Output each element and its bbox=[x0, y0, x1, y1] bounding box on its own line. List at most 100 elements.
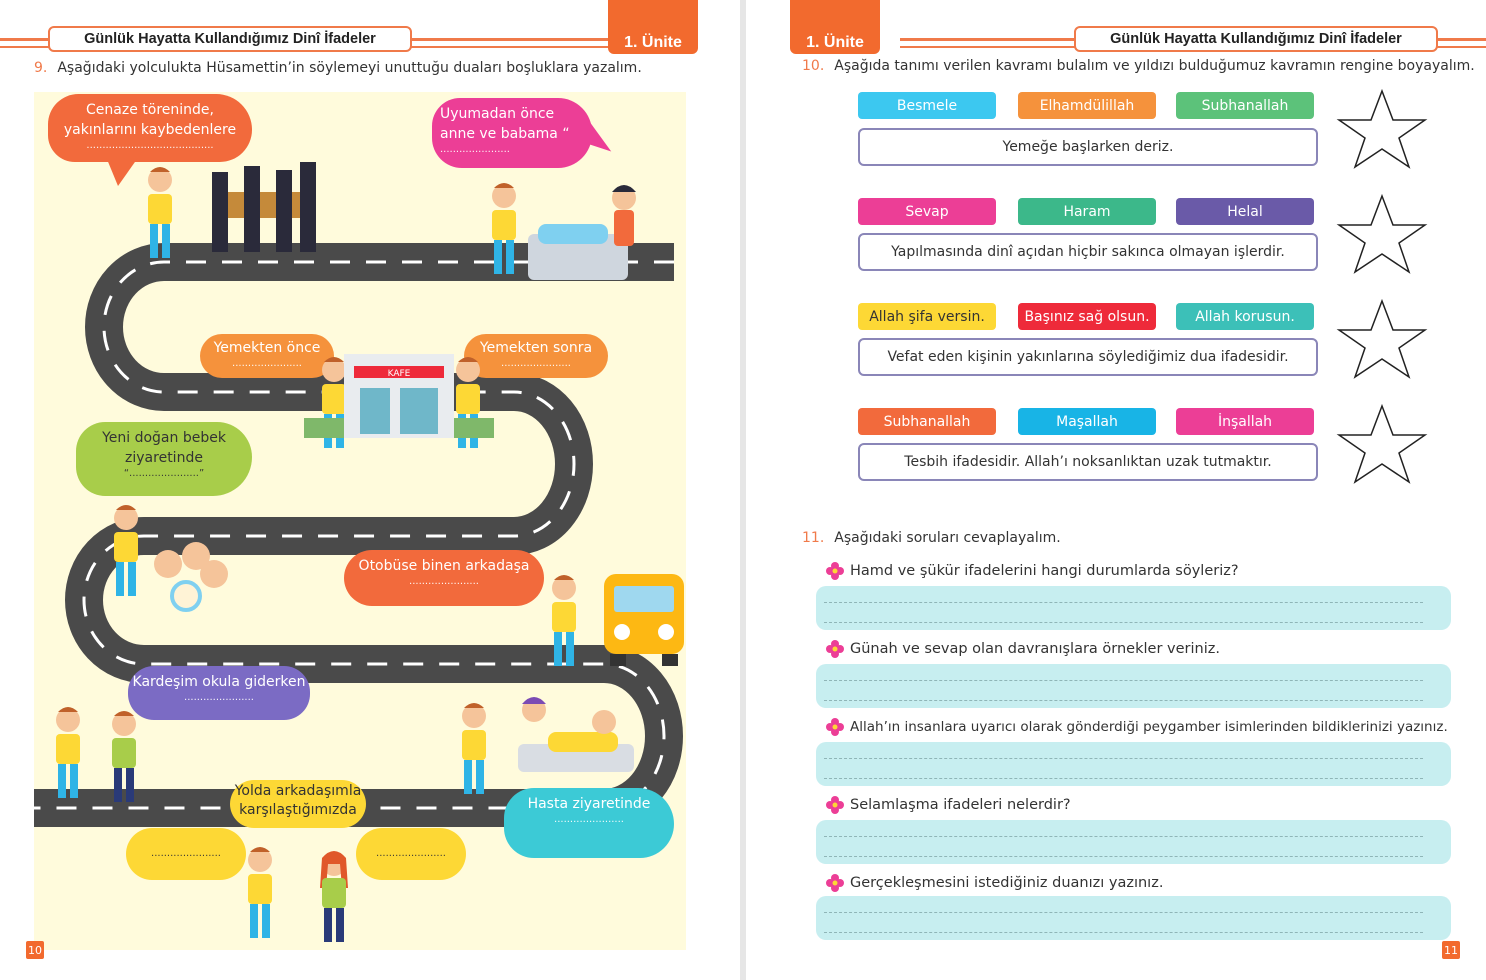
option-chip[interactable]: Maşallah bbox=[1018, 408, 1156, 435]
flower-bullet-icon bbox=[826, 562, 844, 580]
question-10: 10. Aşağıda tanımı verilen kavramı bulalı… bbox=[802, 58, 1475, 74]
cafe-building: KAFE bbox=[304, 354, 494, 438]
boy-figure bbox=[462, 703, 486, 794]
option-chip[interactable]: Helal bbox=[1176, 198, 1314, 225]
bubble-funeral: Cenaze töreninde, yakınlarını kaybedenle… bbox=[48, 94, 252, 162]
flower-bullet-icon bbox=[826, 640, 844, 658]
definition-box: Yapılmasında dinî açıdan hiçbir sakınca … bbox=[858, 233, 1318, 271]
sub-question: Gerçekleşmesini istediğiniz duanızı yazı… bbox=[826, 874, 1163, 892]
option-chip[interactable]: Besmele bbox=[858, 92, 996, 119]
answer-bubble-right: ...................... bbox=[356, 828, 466, 880]
option-chip[interactable]: Sevap bbox=[858, 198, 996, 225]
funeral-group bbox=[212, 162, 316, 252]
question-text: Aşağıdaki soruları cevaplayalım. bbox=[834, 530, 1061, 546]
star-icon[interactable] bbox=[1336, 88, 1428, 170]
sub-question: Günah ve sevap olan davranışlara örnekle… bbox=[826, 640, 1220, 658]
answer-bubble-left: ...................... bbox=[126, 828, 246, 880]
question-text: Aşağıda tanımı verilen kavramı bulalım v… bbox=[834, 58, 1475, 74]
option-chip[interactable]: Haram bbox=[1018, 198, 1156, 225]
answer-area[interactable] bbox=[816, 586, 1451, 630]
chapter-title: Günlük Hayatta Kullandığımız Dinî İfadel… bbox=[48, 26, 412, 52]
bubble-text: Yeni doğan bebek ziyaretinde bbox=[102, 430, 226, 466]
blank-line: ...................... bbox=[184, 692, 254, 703]
bubble-text: Otobüse binen arkadaşa bbox=[358, 558, 530, 574]
unit-tab: 1. Ünite bbox=[608, 0, 698, 54]
unit-tab: 1. Ünite bbox=[790, 0, 880, 54]
bedroom-scene bbox=[528, 185, 636, 280]
blank-dots: ...................... bbox=[129, 468, 199, 479]
header-stripe bbox=[1436, 38, 1486, 41]
bubble-text: Hasta ziyaretinde bbox=[527, 796, 651, 812]
road bbox=[34, 243, 683, 827]
header-stripe bbox=[0, 38, 50, 41]
bubble-bus: Otobüse binen arkadaşa .................… bbox=[344, 550, 544, 606]
bubble-text: Yemekten sonra bbox=[479, 340, 593, 356]
header-stripe bbox=[410, 38, 610, 41]
option-chip[interactable]: Allah şifa versin. bbox=[858, 303, 996, 330]
bubble-text: Yemekten önce bbox=[213, 340, 321, 356]
option-chip[interactable]: Başınız sağ olsun. bbox=[1018, 303, 1156, 330]
sub-question-text: Allah’ın insanlara uyarıcı olarak gönder… bbox=[850, 719, 1448, 735]
sub-question: Allah’ın insanlara uyarıcı olarak gönder… bbox=[826, 718, 1448, 736]
page-number: 10 bbox=[26, 941, 44, 959]
question-text: Aşağıdaki yolculukta Hüsamettin’in söyle… bbox=[57, 60, 642, 76]
flower-bullet-icon bbox=[826, 874, 844, 892]
option-chip[interactable]: İnşallah bbox=[1176, 408, 1314, 435]
bubble-text: Yolda arkadaşımla karşılaştığımızda bbox=[234, 783, 362, 818]
boy-figure bbox=[492, 183, 516, 274]
left-page: Günlük Hayatta Kullandığımız Dinî İfadel… bbox=[0, 0, 740, 980]
bubble-hospital: Hasta ziyaretinde ...................... bbox=[504, 788, 674, 858]
question-number: 10. bbox=[802, 58, 825, 74]
bubble-sibling-school: Kardeşim okula giderken ................… bbox=[128, 666, 310, 720]
option-chip[interactable]: Allah korusun. bbox=[1176, 303, 1314, 330]
bubble-meet-friend: Yolda arkadaşımla karşılaştığımızda bbox=[230, 780, 366, 828]
bubble-text: Cenaze töreninde, yakınlarını kaybedenle… bbox=[63, 102, 237, 138]
option-chip[interactable]: Subhanallah bbox=[1176, 92, 1314, 119]
blank-line: ...................... bbox=[151, 848, 221, 859]
sub-question-text: Selamlaşma ifadeleri nelerdir? bbox=[850, 797, 1071, 813]
answer-area[interactable] bbox=[816, 742, 1451, 786]
cafe-sign: KAFE bbox=[388, 369, 411, 379]
boy-figure bbox=[552, 575, 576, 666]
family-with-baby bbox=[154, 542, 228, 612]
definition-box: Tesbih ifadesidir. Allah’ı noksanlıktan … bbox=[858, 443, 1318, 481]
option-chip[interactable]: Subhanallah bbox=[858, 408, 996, 435]
star-icon[interactable] bbox=[1336, 403, 1428, 485]
option-chip[interactable]: Elhamdülillah bbox=[1018, 92, 1156, 119]
quote-open: “ bbox=[123, 468, 130, 479]
blank-line: ...................... bbox=[501, 358, 571, 369]
answer-area[interactable] bbox=[816, 896, 1451, 940]
answer-area[interactable] bbox=[816, 664, 1451, 708]
blank-line: ...................... bbox=[409, 576, 479, 587]
blank-line: ........................................ bbox=[86, 140, 214, 151]
sub-question: Hamd ve şükür ifadelerini hangi durumlar… bbox=[826, 562, 1239, 580]
sibling-figure bbox=[112, 711, 136, 802]
blank-line: ...................... bbox=[440, 144, 510, 155]
star-icon[interactable] bbox=[1336, 298, 1428, 380]
boy-figure bbox=[56, 707, 80, 798]
bubble-before-meal: Yemekten önce ...................... bbox=[200, 334, 334, 378]
sub-question-text: Gerçekleşmesini istediğiniz duanızı yazı… bbox=[850, 875, 1164, 891]
flower-bullet-icon bbox=[826, 796, 844, 814]
sub-question-text: Hamd ve şükür ifadelerini hangi durumlar… bbox=[850, 563, 1239, 579]
header-stripe bbox=[900, 38, 1076, 41]
flower-bullet-icon bbox=[826, 718, 844, 736]
star-icon[interactable] bbox=[1336, 193, 1428, 275]
answer-area[interactable] bbox=[816, 820, 1451, 864]
bubble-newborn: Yeni doğan bebek ziyaretinde “..........… bbox=[76, 422, 252, 496]
bubble-text: Uyumadan önce anne ve babama “ bbox=[440, 106, 570, 142]
right-page: 1. Ünite Günlük Hayatta Kullandığımız Di… bbox=[746, 0, 1486, 980]
blank-line: ...................... bbox=[232, 358, 302, 369]
bubble-bedtime: Uyumadan önce anne ve babama “ .........… bbox=[432, 98, 592, 168]
hospital-bed bbox=[518, 697, 634, 772]
blank-line: ...................... bbox=[554, 814, 624, 825]
question-9: 9. Aşağıdaki yolculukta Hüsamettin’in söy… bbox=[34, 60, 642, 76]
school-bus bbox=[604, 574, 684, 666]
sub-question: Selamlaşma ifadeleri nelerdir? bbox=[826, 796, 1071, 814]
question-number: 11. bbox=[802, 530, 825, 546]
chapter-title: Günlük Hayatta Kullandığımız Dinî İfadel… bbox=[1074, 26, 1438, 52]
bubble-tail bbox=[104, 152, 142, 186]
question-number: 9. bbox=[34, 60, 48, 76]
friend-girl-figure bbox=[320, 851, 348, 942]
blank-line: ...................... bbox=[376, 848, 446, 859]
